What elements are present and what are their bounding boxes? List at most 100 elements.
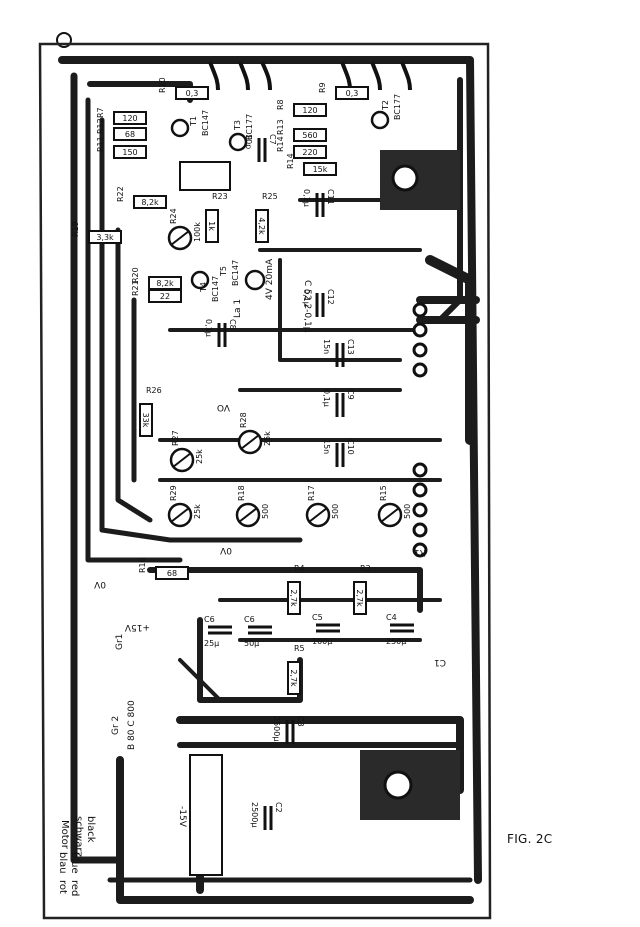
lamp-label: La 1 bbox=[233, 299, 243, 318]
transistor-type: BC147 bbox=[201, 110, 210, 136]
capacitor-value: 10p bbox=[244, 134, 253, 149]
c1-ref-label: C1 bbox=[434, 657, 446, 667]
trimmer-ref: R29 bbox=[169, 485, 178, 501]
board-outline bbox=[38, 42, 492, 920]
capacitor-value: 2500µ bbox=[250, 802, 259, 827]
resistor-value: 0,3 bbox=[346, 89, 359, 98]
resistor-value: 8,2k bbox=[141, 198, 159, 207]
resistor-ref: R20 bbox=[131, 267, 140, 283]
resistor-value: 120 bbox=[302, 106, 317, 115]
resistor-ref: R5 bbox=[294, 644, 305, 653]
capacitor-c4: C4 250µ bbox=[386, 613, 414, 646]
capacitor-ref: C2 bbox=[274, 802, 283, 813]
resistor-r9: 0,3 R9 bbox=[318, 82, 369, 100]
capacitor-c13: C13 15n bbox=[322, 339, 355, 367]
zero-v-label: 0V bbox=[93, 579, 106, 589]
transistor-type: BC147 bbox=[231, 260, 240, 286]
capacitor-value: 0,1µ bbox=[302, 289, 311, 307]
resistor-value: 8,2k bbox=[156, 279, 174, 288]
capacitor-ref: C9 bbox=[346, 389, 355, 400]
resistor-ref: R10 bbox=[158, 77, 167, 93]
capacitor-ref: C13 bbox=[346, 339, 355, 355]
transistor-type: BC177 bbox=[245, 114, 254, 140]
resistor-value: 220 bbox=[302, 148, 317, 157]
resistor-value: 2,7k bbox=[289, 669, 298, 687]
trimmer-value: 500 bbox=[403, 504, 412, 519]
trimmer-ref: R24 bbox=[169, 208, 178, 224]
capacitor-value: 100µ bbox=[312, 637, 332, 646]
resistor-ref: R8 bbox=[276, 99, 285, 110]
lamp-rating-label: 4V 20mA bbox=[265, 258, 275, 300]
resistor-r10: 0,3 R10 bbox=[158, 77, 209, 100]
resistor-value: 1k bbox=[207, 221, 216, 231]
capacitor-value: 0,1µ bbox=[322, 389, 331, 407]
motor-label: Motor bbox=[59, 820, 70, 850]
capacitor-ref: C5 bbox=[312, 613, 323, 622]
capacitor-value: 25µ bbox=[204, 639, 219, 648]
blau-label: blau bbox=[57, 852, 68, 874]
capacitor-value: 15n bbox=[322, 439, 331, 454]
resistor-value: 560 bbox=[302, 131, 317, 140]
trimmer-r24: R24 100k bbox=[167, 208, 202, 251]
resistor-ref: R7 bbox=[96, 107, 105, 118]
heatsink-screw-top bbox=[391, 164, 419, 192]
mounting-hole bbox=[56, 32, 72, 48]
capacitor-value: 0,1µ bbox=[204, 319, 213, 337]
transistor-ref: T4 bbox=[199, 282, 208, 293]
capacitor-ref: C3 bbox=[296, 716, 305, 727]
transistor-bodies bbox=[170, 110, 390, 291]
capacitor-value: 15n bbox=[322, 339, 331, 354]
transistor-ref: T1 bbox=[189, 116, 198, 127]
capacitor-body-c2 bbox=[189, 754, 223, 876]
capacitor-ref: C11 bbox=[326, 189, 335, 205]
heatsink-screw-bottom bbox=[383, 770, 413, 800]
resistor-ref: R9 bbox=[318, 82, 327, 93]
resistor-ref: R25 bbox=[262, 192, 278, 201]
trimmer-value: 25k bbox=[195, 449, 204, 464]
trimmer-ref: R28 bbox=[239, 412, 248, 428]
resistor-ref: R11 bbox=[96, 136, 105, 152]
plus-v-label: +15V bbox=[124, 622, 150, 632]
figure-caption: FIG. 2C bbox=[507, 832, 553, 846]
trimmer-value: 100k bbox=[193, 222, 202, 242]
resistor-value: 0,3 bbox=[186, 89, 199, 98]
resistor-value: 33k bbox=[141, 413, 150, 428]
resistor-value: 3,3k bbox=[96, 233, 114, 242]
resistor-value: 15k bbox=[313, 165, 328, 174]
capacitor-value: 0,1µ bbox=[302, 189, 311, 207]
capacitor-value: 250µ bbox=[386, 637, 406, 646]
resistor-ref: R12 bbox=[96, 118, 105, 134]
capacitor-ref: C4 bbox=[386, 613, 397, 622]
vo-label: VO bbox=[217, 402, 230, 412]
capacitor-c9: C9 0,1µ bbox=[322, 389, 355, 417]
transistor-type: BC147 bbox=[211, 276, 220, 302]
trimmer-ref: R18 bbox=[237, 485, 246, 501]
resistor-ref: R3 bbox=[360, 564, 371, 573]
trimmer-value: 25k bbox=[193, 504, 202, 519]
resistor-ref: R16 bbox=[138, 557, 147, 573]
gr2-label: Gr 2 bbox=[111, 716, 121, 735]
resistor-r5: 2,7k R5 bbox=[287, 644, 305, 695]
resistor-ref: R14 bbox=[276, 136, 285, 152]
